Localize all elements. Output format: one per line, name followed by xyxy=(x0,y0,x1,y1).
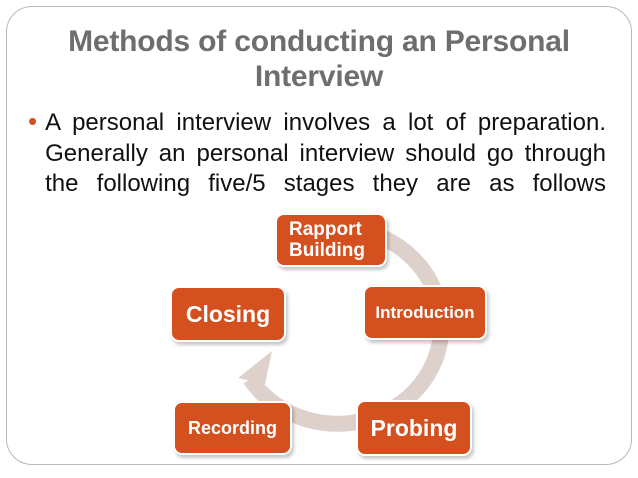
cycle-ring-arrow-icon xyxy=(238,219,450,432)
cycle-node-probing[interactable]: Probing xyxy=(356,400,472,456)
cycle-node-label: Closing xyxy=(185,300,271,327)
cycle-node-introduction[interactable]: Introduction xyxy=(363,285,487,340)
cycle-node-label: Probing xyxy=(370,414,458,441)
page-title: Methods of conducting an Personal Interv… xyxy=(68,25,570,93)
cycle-node-closing[interactable]: Closing xyxy=(170,286,286,342)
bullet-dot-icon: • xyxy=(28,106,38,136)
cycle-node-label-line1: Rapport xyxy=(289,219,362,240)
cycle-node-label: Introduction xyxy=(375,302,475,322)
cycle-node-label: Recording xyxy=(187,417,277,438)
body-text: A personal interview involves a lot of p… xyxy=(45,109,606,197)
cycle-node-recording[interactable]: Recording xyxy=(173,401,292,455)
body-bullet-paragraph: • A personal interview involves a lot of… xyxy=(28,106,606,230)
cycle-node-label-line2: Building xyxy=(289,240,365,261)
